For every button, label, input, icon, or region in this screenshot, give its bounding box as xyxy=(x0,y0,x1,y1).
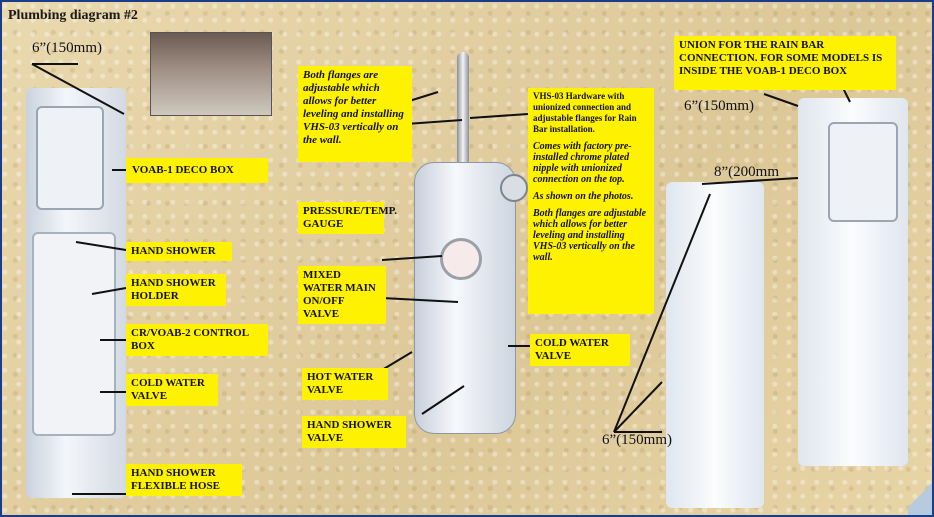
vhs-info-block: VHS-03 Hardware with unionized connectio… xyxy=(528,88,654,314)
label-flexible-hose: HAND SHOWER FLEXIBLE HOSE xyxy=(126,464,242,496)
dimension-right-top: 6”(150mm) xyxy=(684,98,754,115)
label-hot-water-valve: HOT WATER VALVE xyxy=(302,368,388,400)
vhs-shown-text: As shown on the photos. xyxy=(533,191,649,202)
dimension-left-top: 6”(150mm) xyxy=(32,40,102,57)
dimension-right-middle: 8”(200mm xyxy=(714,164,779,181)
label-union-note: UNION FOR THE RAIN BAR CONNECTION. FOR S… xyxy=(674,36,896,90)
label-control-box: CR/VOAB-2 CONTROL BOX xyxy=(126,324,268,356)
label-hand-shower-valve: HAND SHOWER VALVE xyxy=(302,416,406,448)
dimension-right-bottom: 6”(150mm) xyxy=(602,432,672,449)
label-hand-shower-left: HAND SHOWER xyxy=(126,242,232,261)
label-voab1-deco-box: VOAB-1 DECO BOX xyxy=(126,158,268,183)
label-mixed-valve: MIXED WATER MAIN ON/OFF VALVE xyxy=(298,266,386,324)
label-flanges-note: Both flanges are adjustable which allows… xyxy=(298,66,412,162)
label-cold-water-left: COLD WATER VALVE xyxy=(126,374,218,406)
vhs-factory-text: Comes with factory pre-installed chrome … xyxy=(533,141,649,185)
vhs-flanges-text: Both flanges are adjustable which allows… xyxy=(533,208,649,263)
vhs-hardware-text: VHS-03 Hardware with unionized connectio… xyxy=(533,91,649,135)
page-curl xyxy=(908,475,932,515)
label-cold-water-right: COLD WATER VALVE xyxy=(530,334,630,366)
label-pressure-gauge: PRESSURE/TEMP. GAUGE xyxy=(298,202,384,234)
label-hand-shower-holder: HAND SHOWER HOLDER xyxy=(126,274,226,306)
